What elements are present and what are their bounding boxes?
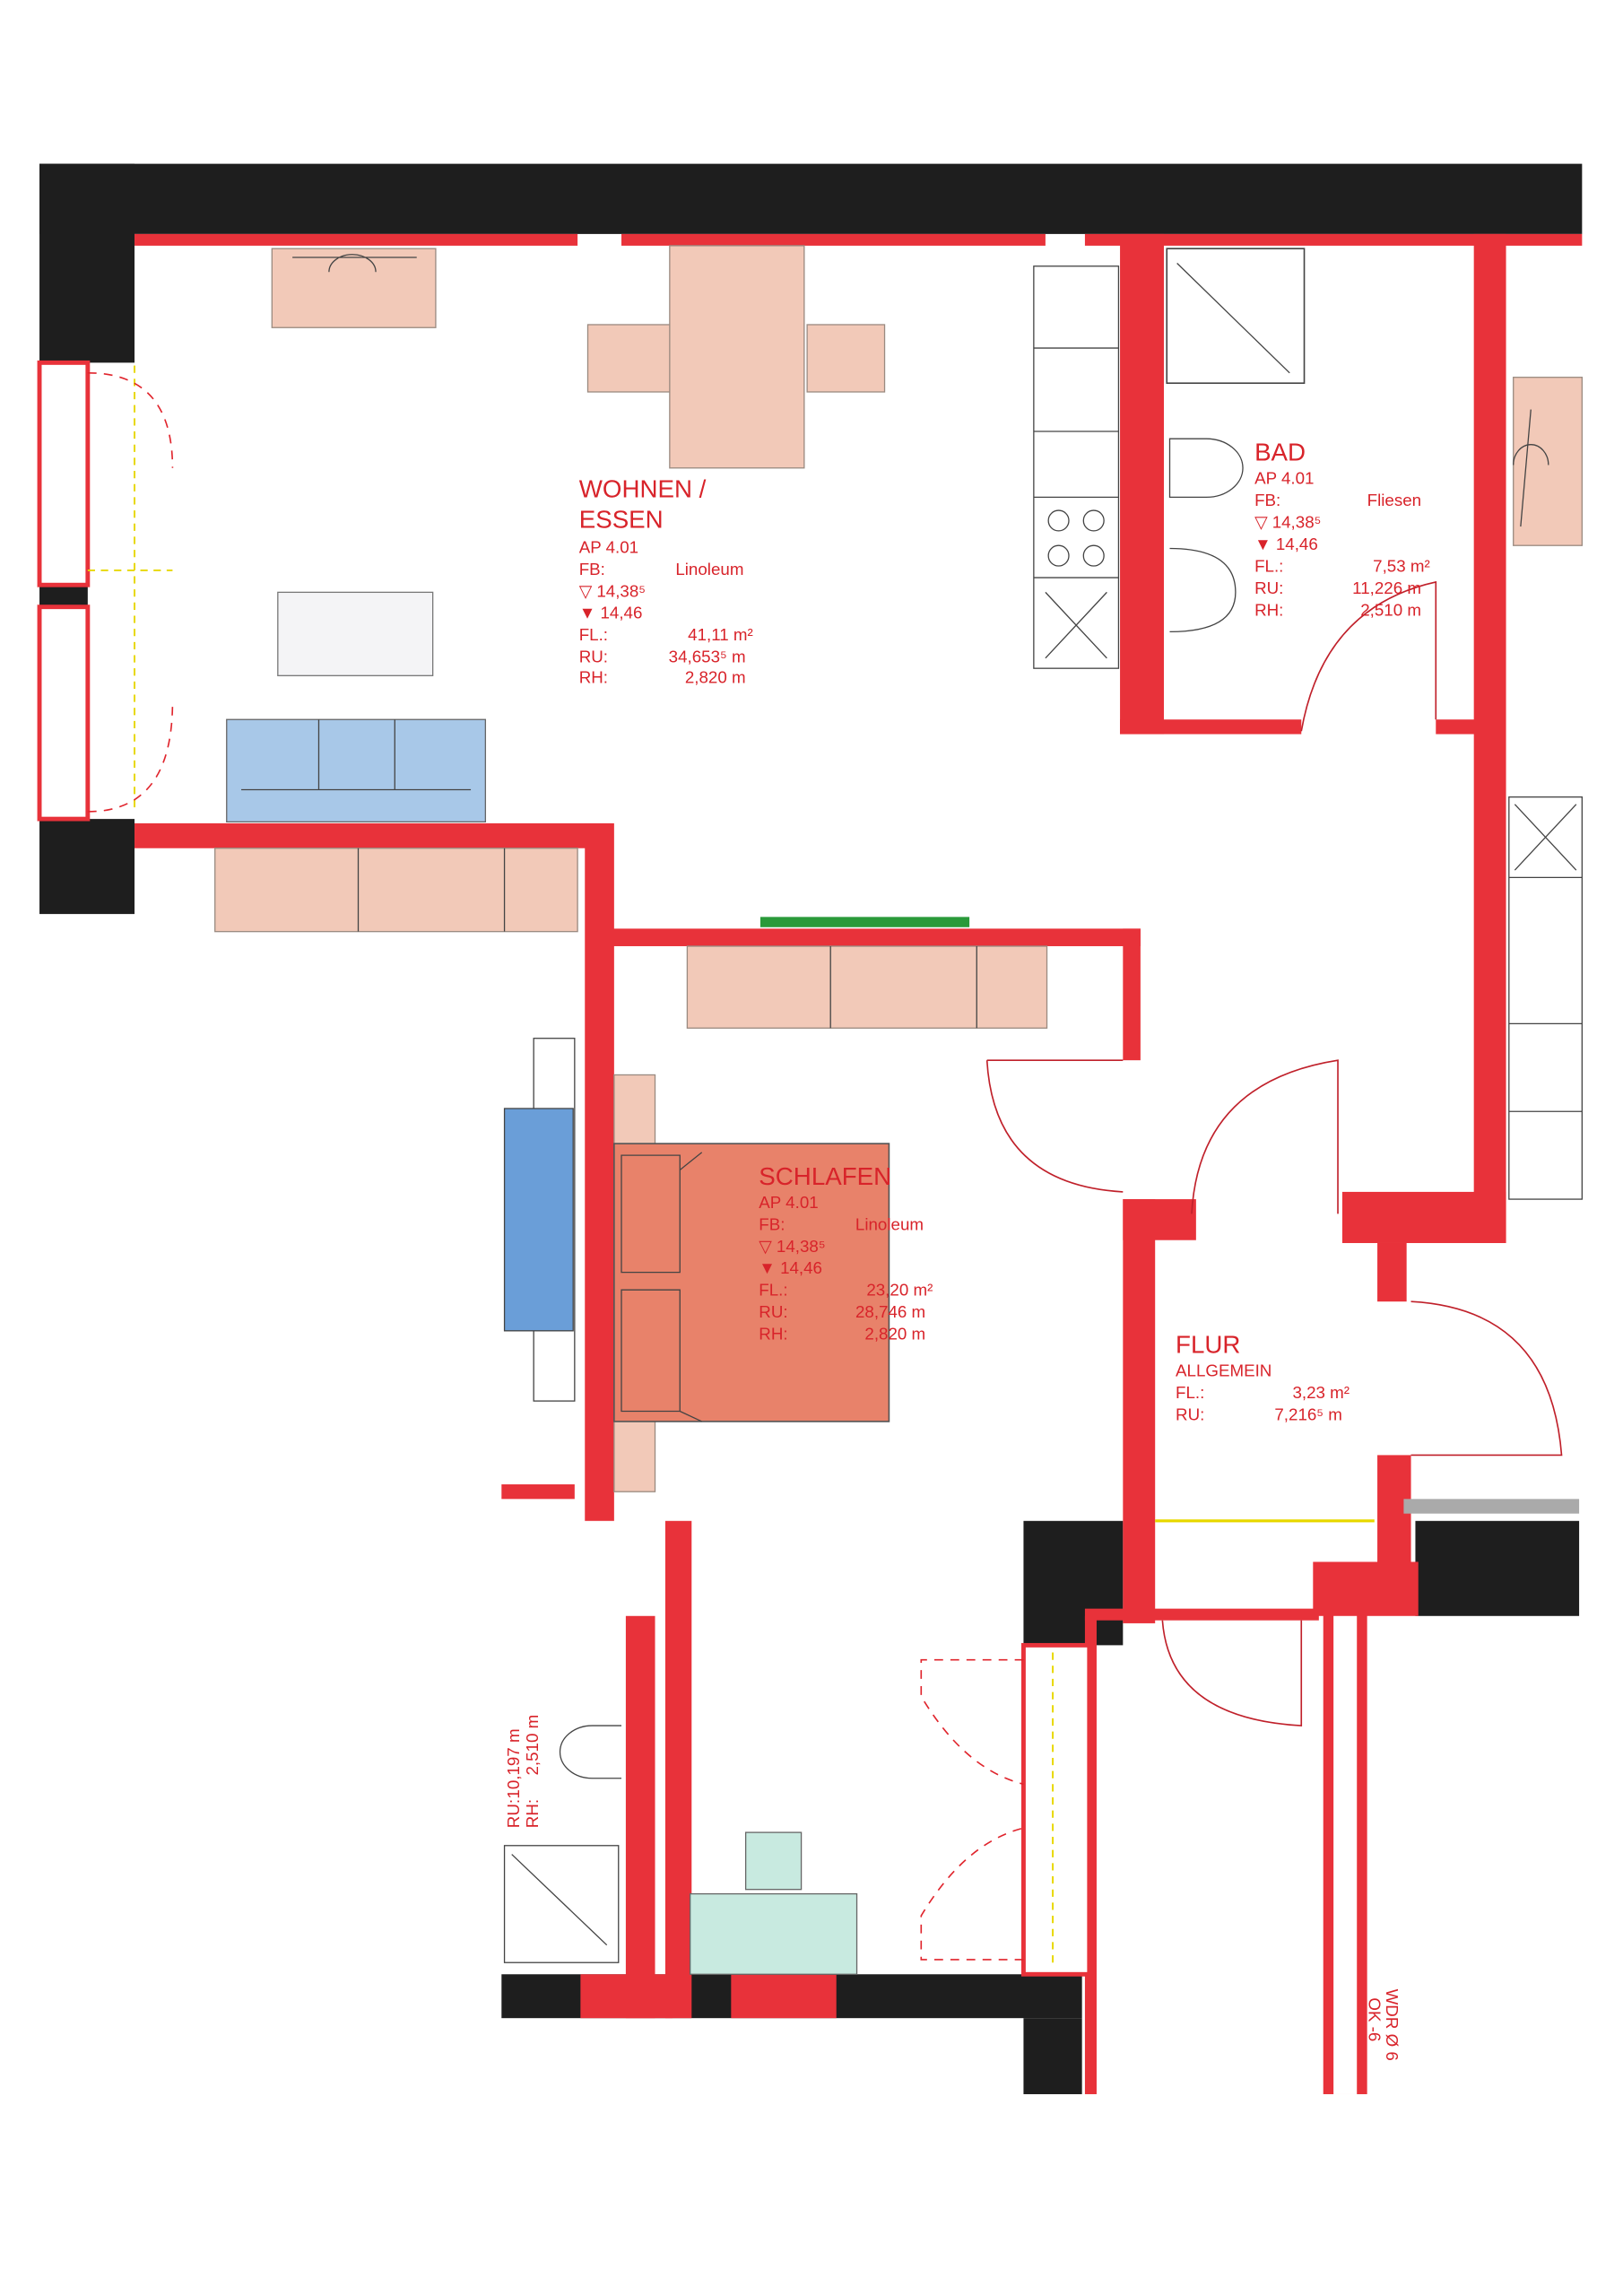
svg-text:RU:: RU: [759, 1302, 787, 1321]
svg-text:▽ 14,38⁵: ▽ 14,38⁵ [1254, 513, 1321, 532]
svg-text:23,20 m²: 23,20 m² [866, 1281, 933, 1300]
svg-text:28,746 m: 28,746 m [855, 1302, 925, 1321]
svg-text:RU:: RU: [1254, 578, 1283, 597]
lamp-icon [292, 254, 417, 273]
sideboard [271, 248, 437, 328]
svg-text:7,216⁵ m: 7,216⁵ m [1274, 1405, 1342, 1423]
svg-text:▼ 14,46: ▼ 14,46 [579, 604, 643, 622]
svg-text:10,197 m: 10,197 m [504, 1728, 523, 1798]
svg-text:FLUR: FLUR [1176, 1330, 1240, 1358]
coffee-table [277, 591, 434, 676]
svg-text:2,820 m: 2,820 m [685, 667, 746, 686]
doors [985, 580, 1563, 1726]
svg-text:FB:: FB: [579, 560, 605, 578]
svg-text:ALLGEMEIN: ALLGEMEIN [1176, 1361, 1271, 1379]
svg-text:41,11 m²: 41,11 m² [688, 625, 753, 644]
dining-chair [806, 324, 886, 393]
room-label-neighbor-bath: RU: 10,197 m RH: 2,510 m [504, 1715, 542, 1828]
bed [613, 1143, 890, 1422]
room-label-flur: FLUR ALLGEMEIN FL.: 3,23 m² RU: 7,216⁵ m [1176, 1330, 1350, 1423]
svg-text:FL.:: FL.: [759, 1281, 787, 1300]
svg-text:▽ 14,38⁵: ▽ 14,38⁵ [759, 1237, 825, 1256]
svg-text:34,653⁵ m: 34,653⁵ m [669, 648, 746, 666]
svg-text:Linoleum: Linoleum [855, 1214, 924, 1233]
svg-text:RU:: RU: [504, 1799, 523, 1828]
svg-text:11,226 m: 11,226 m [1352, 578, 1421, 597]
svg-text:RH:: RH: [523, 1799, 542, 1828]
blue-sofa [503, 1108, 574, 1332]
wardrobe [686, 945, 1048, 1029]
desk-chair [744, 1831, 803, 1891]
svg-text:▽ 14,38⁵: ▽ 14,38⁵ [579, 581, 646, 600]
kitchen-right [1508, 796, 1583, 1200]
svg-text:FL.:: FL.: [1254, 557, 1283, 576]
exterior-walls [39, 163, 1583, 2094]
svg-text:RU:: RU: [579, 648, 608, 666]
toilet [1168, 438, 1244, 499]
svg-text:AP 4.01: AP 4.01 [759, 1193, 818, 1212]
svg-text:Linoleum: Linoleum [675, 560, 743, 578]
svg-text:OK -6: OK -6 [1365, 1997, 1384, 2041]
svg-text:BAD: BAD [1254, 439, 1306, 466]
svg-text:FB:: FB: [1254, 491, 1280, 509]
kitchen-counter [1033, 265, 1120, 669]
dining-chair [586, 324, 671, 393]
cabinets [214, 848, 578, 933]
svg-text:2,510 m: 2,510 m [1360, 600, 1421, 619]
svg-text:FB:: FB: [759, 1214, 785, 1233]
neighbor-toilet [559, 1725, 622, 1779]
furniture [214, 245, 1583, 1975]
windows [37, 360, 1580, 1977]
svg-text:2,820 m: 2,820 m [864, 1325, 925, 1344]
svg-text:SCHLAFEN: SCHLAFEN [759, 1162, 891, 1190]
svg-text:AP 4.01: AP 4.01 [1254, 469, 1314, 488]
svg-text:FL.:: FL.: [1176, 1383, 1204, 1402]
dining-table [669, 245, 805, 469]
svg-text:WDR Ø 6: WDR Ø 6 [1383, 1989, 1402, 2061]
interior-walls [135, 233, 1583, 2094]
svg-text:AP 4.01: AP 4.01 [579, 537, 638, 556]
washbasin [1169, 547, 1237, 633]
svg-text:RH:: RH: [759, 1325, 787, 1344]
svg-text:3,23 m²: 3,23 m² [1292, 1383, 1350, 1402]
room-label-wohnen: WOHNEN / ESSEN AP 4.01 FB: Linoleum ▽ 14… [579, 474, 753, 686]
svg-text:▼ 14,46: ▼ 14,46 [759, 1258, 822, 1277]
svg-text:7,53 m²: 7,53 m² [1373, 557, 1430, 576]
svg-text:2,510 m: 2,510 m [523, 1715, 542, 1776]
svg-text:ESSEN: ESSEN [579, 506, 664, 534]
svg-text:▼ 14,46: ▼ 14,46 [1254, 535, 1318, 553]
room-label-bad: BAD AP 4.01 FB: Fliesen ▽ 14,38⁵ ▼ 14,46… [1254, 439, 1430, 620]
desk [690, 1892, 858, 1975]
wdr-annotation: WDR Ø 6 OK -6 [1365, 1989, 1402, 2061]
svg-text:RH:: RH: [579, 667, 608, 686]
svg-text:FL.:: FL.: [579, 625, 608, 644]
shower [1166, 248, 1306, 385]
svg-text:Fliesen: Fliesen [1367, 491, 1421, 509]
svg-text:RU:: RU: [1176, 1405, 1204, 1423]
sofa [226, 718, 487, 823]
room-label-schlafen: SCHLAFEN AP 4.01 FB: Linoleum ▽ 14,38⁵ ▼… [759, 1162, 933, 1344]
tv-strip [759, 917, 970, 927]
svg-text:WOHNEN /: WOHNEN / [579, 474, 707, 502]
svg-text:RH:: RH: [1254, 600, 1283, 619]
